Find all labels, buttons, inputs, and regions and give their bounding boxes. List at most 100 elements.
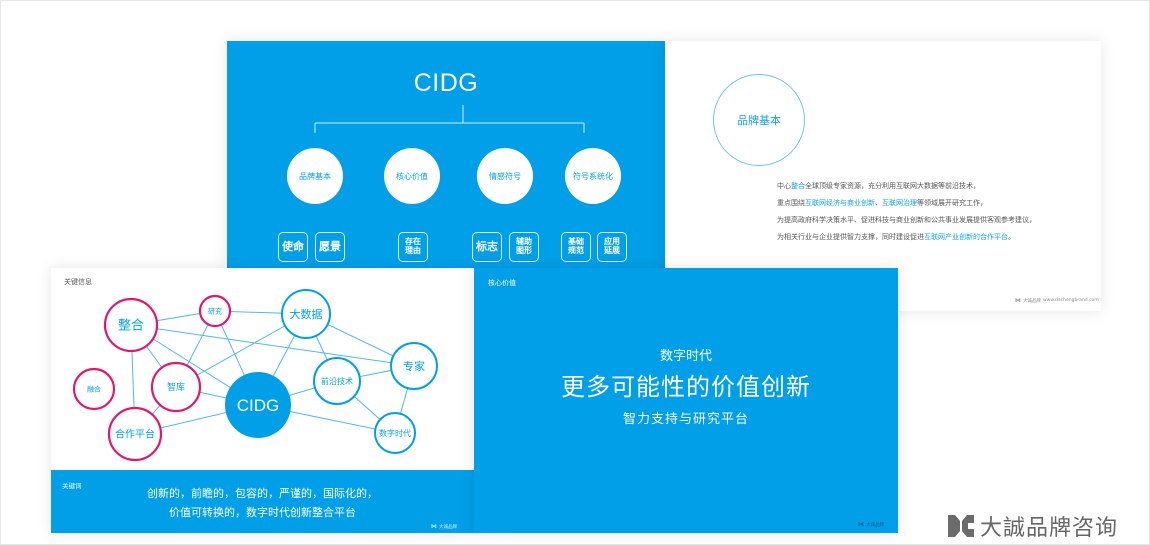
brand-logo-icon: ⋈	[858, 521, 864, 528]
node-circle	[150, 361, 202, 413]
node-label: 专家	[403, 359, 425, 373]
body-text: 重点围绕	[777, 199, 805, 207]
keywords-band: 关键词 创新的，前瞻的，包容的，严谨的，国际化的， 价值可转换的，数字时代创新整…	[51, 470, 474, 533]
network-node-hezuo: 合作平台	[107, 406, 163, 462]
tag-logo: 标志	[472, 232, 502, 262]
tag-basic-standards: 基础规范	[561, 232, 591, 262]
node-circle	[390, 342, 438, 390]
body-text: 中心	[777, 182, 791, 190]
brand-basics-circle: 品牌基本	[713, 74, 805, 166]
node-circle	[374, 412, 416, 454]
footer-brand: 大诚品牌	[1023, 298, 1041, 304]
tag-line: 规范	[568, 246, 584, 255]
tag-application-extension: 应用延展	[597, 232, 627, 262]
body-text: 、	[875, 199, 882, 207]
network-node-shuzi: 数字时代	[374, 412, 416, 454]
slide-label: 关键信息	[64, 278, 92, 286]
tag-line: 辅助	[516, 237, 532, 247]
brand-circle-label: 品牌基本	[737, 114, 781, 127]
org-connector-lines	[314, 105, 585, 133]
core-subtitle-top: 数字时代	[659, 349, 712, 364]
slide-brand-basics: 品牌基本 中心整合全球顶级专家资源，充分利用互联网大数据等前沿技术，重点围绕互联…	[665, 41, 1101, 311]
slide-core-value: 核心价值 数字时代 更多可能性的价值创新 智力支持与研究平台 ⋈ 大诚品牌	[474, 268, 898, 533]
body-text: 。	[1008, 233, 1015, 241]
node-label: 融合	[87, 385, 101, 394]
pillar-label: 符号系统化	[573, 171, 613, 181]
slide-footer: ⋈ 大诚品牌	[431, 523, 457, 530]
node-circle	[72, 367, 116, 411]
tag-label: 愿景	[319, 239, 341, 253]
brand-logo-icon: ⋈	[1015, 297, 1021, 304]
tag-auxiliary-graphics: 辅助图形	[509, 232, 539, 262]
brand-logo-icon: ⋈	[431, 523, 437, 530]
network-node-cidg: CIDG	[225, 372, 291, 438]
footer-url: www.dachengbrand.com	[1043, 298, 1099, 303]
network-node-ronghe: 融合	[72, 367, 116, 411]
brand-paragraph: 中心整合全球顶级专家资源，充分利用互联网大数据等前沿技术，重点围绕互联网经济与商…	[777, 178, 1036, 246]
paragraph-line: 为提高政府科学决策水平、促进科技与商业创新和公共事业发展提供客观参考建议，	[777, 212, 1036, 229]
tag-line: 图形	[516, 246, 532, 255]
org-title: CIDG	[413, 69, 479, 97]
paragraph-line: 为相关行业与企业提供智力支撑，同时建设促进互联网产业创新的合作平台。	[777, 229, 1036, 246]
slide-footer: ⋈ 大诚品牌 www.dachengbrand.com	[1015, 297, 1099, 304]
node-label: 合作平台	[115, 428, 155, 441]
highlight-text: 互联网经济与商业创新	[805, 199, 875, 207]
tag-label: 使命	[282, 239, 304, 253]
node-circle	[107, 406, 163, 462]
highlight-text: 互联网治理	[882, 199, 917, 207]
slide-org-chart: CIDG 品牌基本 核心价值 情感符号 符号系统化 使命 愿景 存在理由 标志 …	[227, 41, 665, 268]
node-label: 数字时代	[379, 428, 411, 438]
node-circle	[103, 297, 159, 353]
paragraph-line: 重点围绕互联网经济与商业创新、互联网治理等领域展开研究工作，	[777, 195, 1036, 212]
keywords-label: 关键词	[62, 482, 82, 490]
network-node-dashuju: 大数据	[281, 289, 331, 339]
slide-label: 核心价值	[488, 279, 516, 287]
pillar-emotional-symbol: 情感符号	[477, 148, 533, 204]
node-circle	[313, 357, 361, 405]
tag-line: 理由	[405, 246, 421, 255]
network-link-zhenghe-zhuanjia	[130, 324, 415, 367]
tag-mission: 使命	[278, 232, 308, 262]
body-text: 为提高政府科学决策水平、促进科技与商业创新和公共事业发展提供客观参考建议，	[777, 216, 1036, 224]
dacheng-logo-icon	[948, 515, 974, 537]
highlight-text: 整合	[791, 182, 805, 190]
tag-label-lines: 辅助图形	[516, 237, 532, 256]
watermark-text: 大誠品牌咨询	[980, 516, 1119, 541]
body-text: 全球顶级专家资源，充分利用互联网大数据等前沿技术，	[805, 182, 980, 190]
node-label: 前沿技术	[321, 376, 353, 386]
keywords-line: 价值可转换的，数字时代创新整合平台	[169, 506, 356, 519]
pillar-label: 品牌基本	[299, 171, 331, 181]
node-circle	[281, 289, 331, 339]
tag-label: 标志	[476, 239, 498, 253]
core-headline: 更多可能性的价值创新	[561, 373, 811, 401]
network-node-zhiku: 智库	[150, 361, 202, 413]
body-text: 为相关行业与企业提供智力支撑，同时建设促进	[777, 233, 924, 241]
paragraph-line: 中心整合全球顶级专家资源，充分利用互联网大数据等前沿技术，	[777, 178, 1036, 195]
node-label: CIDG	[237, 396, 280, 415]
slide-key-info: 关键信息 整合 研究融合 智库合作平台 CIDG 大数据专家前沿技术数字时代 关键词 创…	[51, 268, 474, 533]
node-label: 整合	[118, 319, 144, 334]
brand-watermark: 大誠品牌咨询	[948, 510, 1118, 542]
node-label: 智库	[167, 381, 185, 393]
tag-line: 基础	[568, 237, 584, 247]
tag-reason-for-being: 存在理由	[398, 232, 428, 262]
pillar-core-value: 核心价值	[384, 148, 440, 204]
core-subtitle-bottom: 智力支持与研究平台	[622, 412, 749, 427]
body-text: 等领域展开研究工作，	[917, 199, 987, 207]
network-node-yanjiu: 研究	[198, 294, 232, 328]
keywords-line: 创新的，前瞻的，包容的，严谨的，国际化的，	[147, 487, 378, 500]
footer-brand: 大诚品牌	[866, 522, 884, 528]
footer-brand: 大诚品牌	[439, 524, 457, 530]
tag-label-lines: 基础规范	[568, 237, 584, 256]
slide-footer: ⋈ 大诚品牌	[858, 521, 884, 528]
tag-line: 延展	[604, 246, 620, 255]
tag-label-lines: 应用延展	[604, 237, 620, 256]
pillar-brand-basics: 品牌基本	[287, 148, 343, 204]
network-node-zhuanjia: 专家	[390, 342, 438, 390]
tag-label-lines: 存在理由	[405, 237, 421, 256]
tag-line: 存在	[405, 237, 421, 247]
node-circle	[225, 372, 291, 438]
network-node-qianyan: 前沿技术	[313, 357, 361, 405]
node-label: 研究	[208, 307, 222, 316]
pillar-label: 核心价值	[396, 171, 428, 181]
